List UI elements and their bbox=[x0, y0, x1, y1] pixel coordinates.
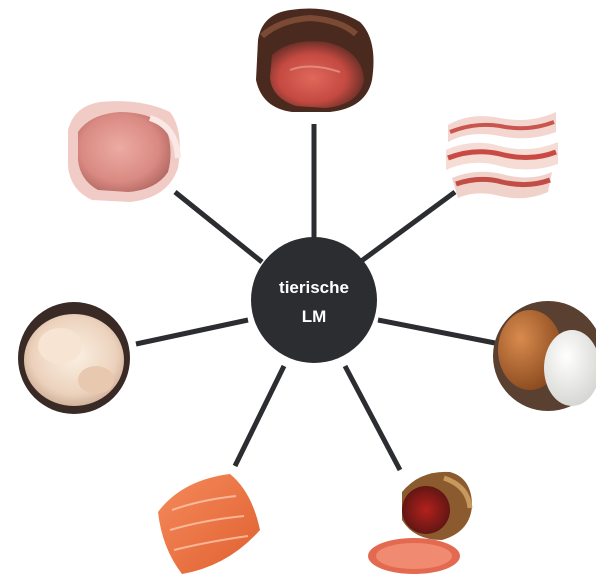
eggs-image bbox=[493, 301, 596, 411]
cured-sausage-image bbox=[368, 472, 472, 574]
spoke-top-left bbox=[175, 192, 262, 262]
spoke-bottom-left bbox=[235, 366, 284, 466]
smoked-ham-image bbox=[256, 9, 374, 113]
center-label-line2: LM bbox=[302, 307, 327, 326]
bacon-image bbox=[444, 101, 558, 213]
pork-loin-image bbox=[68, 101, 180, 202]
spoke-right bbox=[378, 320, 495, 343]
salmon-image bbox=[158, 474, 260, 574]
spoke-top-right bbox=[360, 192, 455, 262]
whole-chicken-image bbox=[18, 302, 130, 414]
spoke-bottom-right bbox=[345, 366, 400, 470]
spoke-left bbox=[136, 320, 248, 344]
center-label-line1: tierische bbox=[279, 278, 349, 297]
center-node: tierische LM bbox=[251, 237, 377, 363]
